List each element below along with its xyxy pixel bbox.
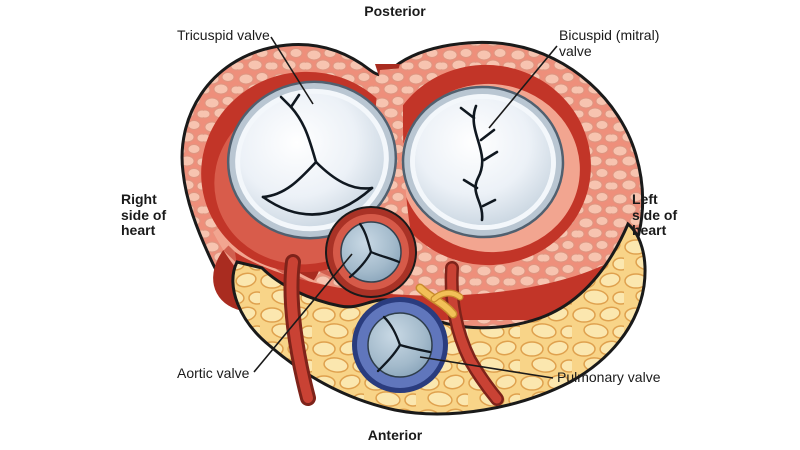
label-right-side-of-heart: Right side of heart (121, 191, 167, 238)
yellow-vessel-branch (415, 283, 464, 319)
label-posterior: Posterior (364, 3, 426, 19)
bicuspid-valve (401, 85, 565, 239)
label-tricuspid-valve: Tricuspid valve (177, 27, 270, 43)
label-bicuspid-valve: Bicuspid (mitral) valve (559, 27, 660, 59)
pulmonary-valve (352, 297, 448, 393)
tricuspid-valve (226, 80, 398, 240)
leader-line-tricuspid (270, 36, 314, 105)
leader-line-pulmonary (419, 356, 554, 379)
label-pulmonary-valve: Pulmonary valve (557, 369, 661, 385)
coronary-vessel-left (283, 254, 316, 406)
aortic-valve (325, 206, 417, 298)
label-aortic-valve: Aortic valve (177, 365, 250, 381)
label-anterior: Anterior (367, 427, 423, 443)
leader-line-bicuspid (488, 45, 558, 129)
label-left-side-of-heart: Left side of heart (632, 191, 678, 238)
leader-line-aortic (253, 253, 353, 373)
